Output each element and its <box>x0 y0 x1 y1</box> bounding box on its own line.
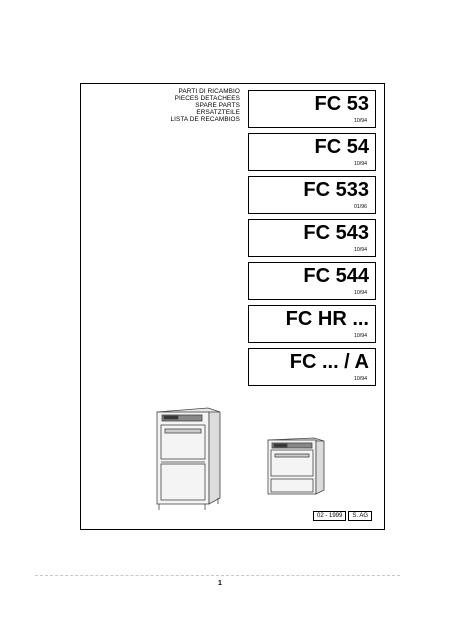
model-box-fc54: FC 54 10/94 <box>248 133 376 171</box>
model-name: FC 533 <box>303 179 369 201</box>
header-italian: PARTI DI RICAMBIO <box>178 88 240 95</box>
edition-code: S. AG <box>348 511 373 521</box>
model-date: 10/94 <box>354 247 367 253</box>
model-box-fca: FC ... / A 10/94 <box>248 348 376 386</box>
header-german: ERSATZTEILE <box>196 109 240 117</box>
model-box-fc533: FC 533 01/96 <box>248 176 376 214</box>
page-divider <box>35 575 400 576</box>
model-date: 10/94 <box>354 333 367 339</box>
model-box-fc543: FC 543 10/94 <box>248 219 376 257</box>
model-date: 01/96 <box>354 204 367 210</box>
dishwasher-tall-illustration <box>156 407 221 510</box>
model-date: 10/94 <box>354 290 367 296</box>
model-name: FC 53 <box>314 93 369 115</box>
model-name: FC ... / A <box>289 351 369 373</box>
model-date: 10/94 <box>354 118 367 124</box>
header-english: SPARE PARTS <box>195 102 240 110</box>
model-name: FC HR ... <box>285 308 369 330</box>
header-french: PIECES DETACHEES <box>174 95 240 103</box>
edition-date: 02 - 1999 <box>313 511 347 521</box>
dishwasher-compact-illustration <box>267 437 325 495</box>
model-name: FC 544 <box>303 265 369 287</box>
model-name: FC 543 <box>303 222 369 244</box>
model-date: 10/94 <box>354 376 367 382</box>
model-box-fc544: FC 544 10/94 <box>248 262 376 300</box>
model-box-fc53: FC 53 10/94 <box>248 90 376 128</box>
page-frame <box>80 83 385 530</box>
model-date: 10/94 <box>354 161 367 167</box>
model-box-fchr: FC HR ... 10/94 <box>248 305 376 343</box>
header-spanish: LISTA DE RECAMBIOS <box>170 116 240 124</box>
page-number: 1 <box>218 580 222 587</box>
edition-info: 02 - 1999 S. AG <box>313 511 373 521</box>
model-name: FC 54 <box>314 136 369 158</box>
language-headers: PARTI DI RICAMBIO PIECES DETACHEES SPARE… <box>150 88 240 123</box>
